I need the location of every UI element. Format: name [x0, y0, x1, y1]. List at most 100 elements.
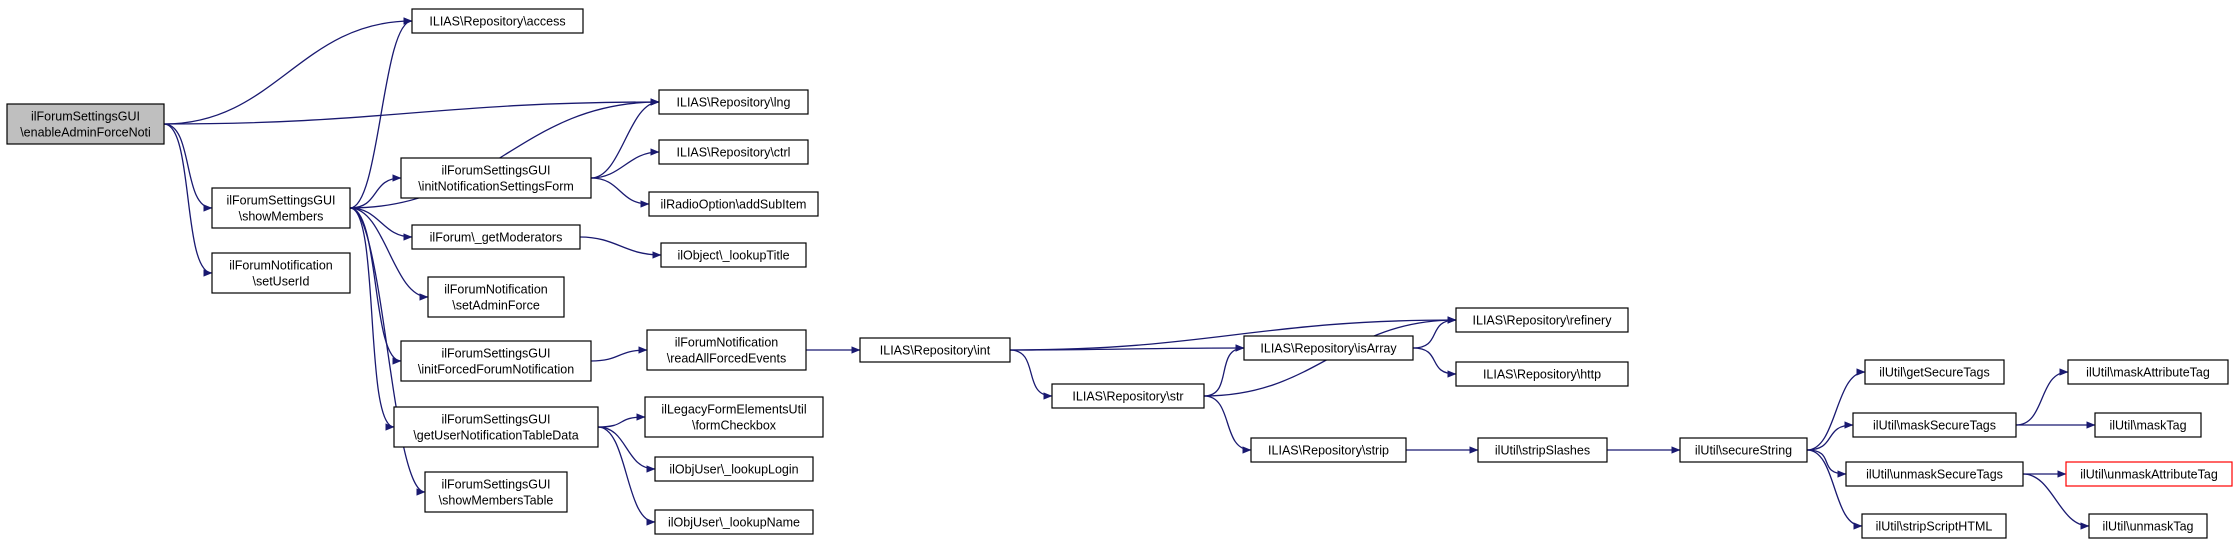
node-add-sub-item[interactable]: ilRadioOption\addSubItem — [648, 191, 819, 217]
edges — [163, 17, 2096, 530]
node-box — [1455, 361, 1629, 387]
edge-root-to-lng — [163, 98, 660, 125]
node-box — [644, 396, 824, 438]
node-access[interactable]: ILIAS\Repository\access — [411, 8, 584, 34]
node-http[interactable]: ILIAS\Repository\http — [1455, 361, 1629, 387]
node-label: ilObject\_lookupTitle — [677, 249, 789, 263]
node-label: ilUtil\maskAttributeTag — [2086, 366, 2210, 380]
node-label: \setUserId — [253, 275, 310, 289]
node-label: ilForumSettingsGUI — [31, 110, 140, 124]
edge-init-forced-to-read-all — [590, 346, 648, 362]
edge-get-user-notif-to-lookup-name — [597, 426, 656, 526]
node-label: ilUtil\maskSecureTags — [1873, 419, 1996, 433]
node-box — [6, 103, 165, 145]
node-box — [1864, 359, 2005, 385]
node-ctrl[interactable]: ILIAS\Repository\ctrl — [658, 139, 809, 165]
node-label: \showMembers — [239, 210, 324, 224]
node-label: ILIAS\Repository\str — [1072, 390, 1183, 404]
node-label: ILIAS\Repository\ctrl — [677, 146, 791, 160]
node-get-secure-tags[interactable]: ilUtil\getSecureTags — [1864, 359, 2005, 385]
node-label: ilObjUser\_lookupName — [668, 516, 800, 530]
edge-secure-string-to-unmask-secure-tags — [1806, 449, 1847, 478]
node-show-members[interactable]: ilForumSettingsGUI \showMembers — [211, 187, 351, 229]
node-label: ilLegacyFormElementsUtil — [661, 403, 806, 417]
node-label: ilUtil\unmaskTag — [2102, 520, 2193, 534]
node-label: ILIAS\Repository\access — [429, 15, 565, 29]
node-lookup-title[interactable]: ilObject\_lookupTitle — [660, 242, 807, 268]
node-str[interactable]: ILIAS\Repository\str — [1051, 383, 1205, 409]
node-form-checkbox[interactable]: ilLegacyFormElementsUtil \formCheckbox — [644, 396, 824, 438]
node-root[interactable]: ilForumSettingsGUI \enableAdminForceNoti — [6, 103, 165, 145]
edge-get-user-notif-to-form-checkbox — [597, 413, 646, 428]
node-set-user-id[interactable]: ilForumNotification \setUserId — [211, 252, 351, 294]
node-mask-secure-tags[interactable]: ilUtil\maskSecureTags — [1852, 412, 2017, 438]
node-label: ilForumNotification — [675, 336, 779, 350]
node-label: ILIAS\Repository\strip — [1268, 444, 1389, 458]
node-box — [1250, 437, 1407, 463]
node-box — [424, 471, 568, 513]
edge-show-members-to-init-notif — [349, 174, 402, 209]
node-int[interactable]: ILIAS\Repository\int — [859, 337, 1011, 363]
node-mask-attribute-tag[interactable]: ilUtil\maskAttributeTag — [2067, 359, 2229, 385]
edge-int-to-is-array — [1009, 344, 1245, 352]
edge-get-moderators-to-lookup-title — [579, 236, 662, 259]
node-label: ilForumSettingsGUI — [441, 347, 550, 361]
edge-int-to-refinery — [1009, 316, 1457, 351]
node-label: ilUtil\unmaskAttributeTag — [2080, 468, 2218, 482]
node-is-array[interactable]: ILIAS\Repository\isArray — [1243, 335, 1414, 361]
node-box — [1852, 412, 2017, 438]
node-label: \formCheckbox — [692, 419, 777, 433]
node-mask-tag[interactable]: ilUtil\maskTag — [2094, 412, 2202, 438]
edge-root-to-show-members — [163, 123, 213, 212]
node-label: ilUtil\unmaskSecureTags — [1866, 468, 2003, 482]
node-box — [211, 252, 351, 294]
node-label: \initForcedForumNotification — [418, 363, 574, 377]
edge-show-members-to-show-members-table — [349, 207, 426, 496]
edge-init-notif-to-ctrl — [590, 148, 660, 179]
node-set-admin-force[interactable]: ilForumNotification \setAdminForce — [427, 276, 565, 318]
node-label: \readAllForcedEvents — [667, 352, 787, 366]
node-box — [660, 242, 807, 268]
node-unmask-attribute-tag[interactable]: ilUtil\unmaskAttributeTag — [2065, 461, 2233, 487]
node-label: ilForumNotification — [229, 259, 333, 273]
node-box — [658, 139, 809, 165]
node-strip-slashes[interactable]: ilUtil\stripSlashes — [1477, 437, 1608, 463]
edge-root-to-access — [163, 17, 413, 125]
edge-root-to-set-user-id — [163, 123, 213, 277]
node-box — [1845, 461, 2024, 487]
node-show-members-table[interactable]: ilForumSettingsGUI\showMembersTable — [424, 471, 568, 513]
edge-show-members-to-access — [349, 17, 413, 209]
node-unmask-secure-tags[interactable]: ilUtil\unmaskSecureTags — [1845, 461, 2024, 487]
node-label: \enableAdminForceNoti — [20, 126, 151, 140]
node-label: ilForumSettingsGUI — [226, 194, 335, 208]
node-box — [411, 224, 581, 250]
node-strip-script-html[interactable]: ilUtil\stripScriptHTML — [1861, 513, 2007, 539]
node-label: ILIAS\Repository\http — [1483, 368, 1601, 382]
node-strip[interactable]: ILIAS\Repository\strip — [1250, 437, 1407, 463]
node-label: ilForumNotification — [444, 283, 548, 297]
node-lng[interactable]: ILIAS\Repository\lng — [658, 89, 809, 115]
node-box — [1679, 437, 1808, 463]
node-get-user-notif[interactable]: ilForumSettingsGUI\getUserNotificationTa… — [393, 406, 599, 448]
node-unmask-tag[interactable]: ilUtil\unmaskTag — [2088, 513, 2208, 539]
edge-show-members-to-set-admin-force — [349, 207, 429, 301]
node-box — [1477, 437, 1608, 463]
node-box — [400, 157, 592, 199]
node-init-notif[interactable]: ilForumSettingsGUI\initNotificationSetti… — [400, 157, 592, 199]
node-init-forced[interactable]: ilForumSettingsGUI \initForcedForumNotifi… — [400, 340, 592, 382]
edge-show-members-to-init-forced — [349, 207, 402, 365]
node-read-all[interactable]: ilForumNotification \readAllForcedEvents — [646, 329, 807, 371]
node-label: ilUtil\stripSlashes — [1495, 444, 1590, 458]
node-get-moderators[interactable]: ilForum\_getModerators — [411, 224, 581, 250]
node-refinery[interactable]: ILIAS\Repository\refinery — [1455, 307, 1629, 333]
node-lookup-name[interactable]: ilObjUser\_lookupName — [654, 509, 814, 535]
node-label: \setAdminForce — [452, 299, 540, 313]
node-label: ILIAS\Repository\refinery — [1473, 314, 1613, 328]
node-secure-string[interactable]: ilUtil\secureString — [1679, 437, 1808, 463]
node-label: ilUtil\secureString — [1695, 444, 1792, 458]
node-box — [411, 8, 584, 34]
edge-unmask-secure-tags-to-unmask-tag — [2022, 473, 2090, 530]
node-lookup-login[interactable]: ilObjUser\_lookupLogin — [654, 456, 814, 482]
edge-mask-secure-tags-to-mask-attribute-tag — [2015, 368, 2069, 426]
